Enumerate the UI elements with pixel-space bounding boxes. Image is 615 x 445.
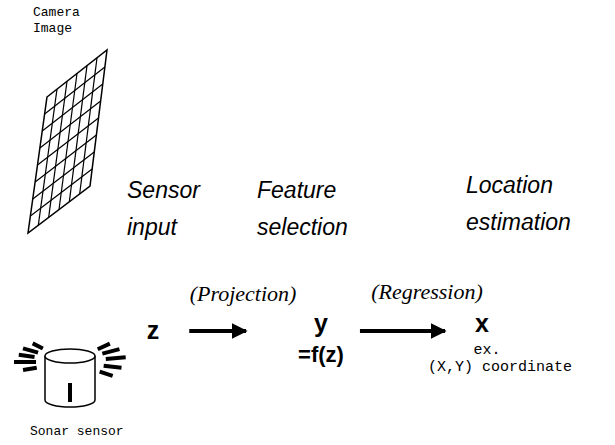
example-note: (X,Y) coordinate [428,359,572,376]
sensor-name: Sonar sensor [30,424,124,440]
stage-heading: Feature selection [257,172,348,246]
stage-heading: Location estimation [466,167,571,241]
camera-image-grid [28,50,107,233]
variable-node: x [473,309,491,337]
variable-node: z [145,316,162,344]
sensor-name: Camera Image [33,5,80,37]
edge-label: (Projection) [190,281,297,307]
variable-node: y [312,309,330,337]
formula: =f(z) [298,342,344,368]
edge-label: (Regression) [371,279,483,305]
variable-symbol: y [314,309,328,337]
flow-arrow [189,329,246,333]
stage-heading: Sensor input [127,172,200,246]
variable-symbol: z [147,316,160,344]
flow-arrow [360,329,445,333]
sonar-sensor-symbol [14,343,126,407]
variable-symbol: x [475,309,489,337]
example-note: ex. [473,342,500,359]
